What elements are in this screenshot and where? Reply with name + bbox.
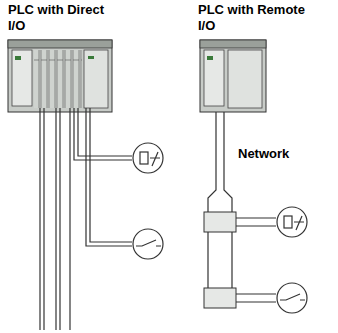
network-label: Network [236, 146, 291, 162]
switch-symbol [277, 283, 307, 313]
plc-heading: PLC with Direct I/O [8, 2, 118, 34]
plc-rack-remote [200, 40, 266, 112]
plc-node: PLC with Remote I/O [198, 2, 308, 34]
relay-symbol [133, 143, 163, 173]
remote-io-module [204, 212, 276, 308]
relay-symbol [277, 207, 307, 237]
switch-symbol [133, 229, 163, 259]
network-cable [208, 112, 232, 292]
plc-rack-direct [8, 40, 112, 112]
plc-heading: PLC with Remote I/O [198, 2, 308, 34]
plc-node: PLC with Direct I/O [8, 2, 118, 34]
direct-wires [40, 108, 132, 330]
